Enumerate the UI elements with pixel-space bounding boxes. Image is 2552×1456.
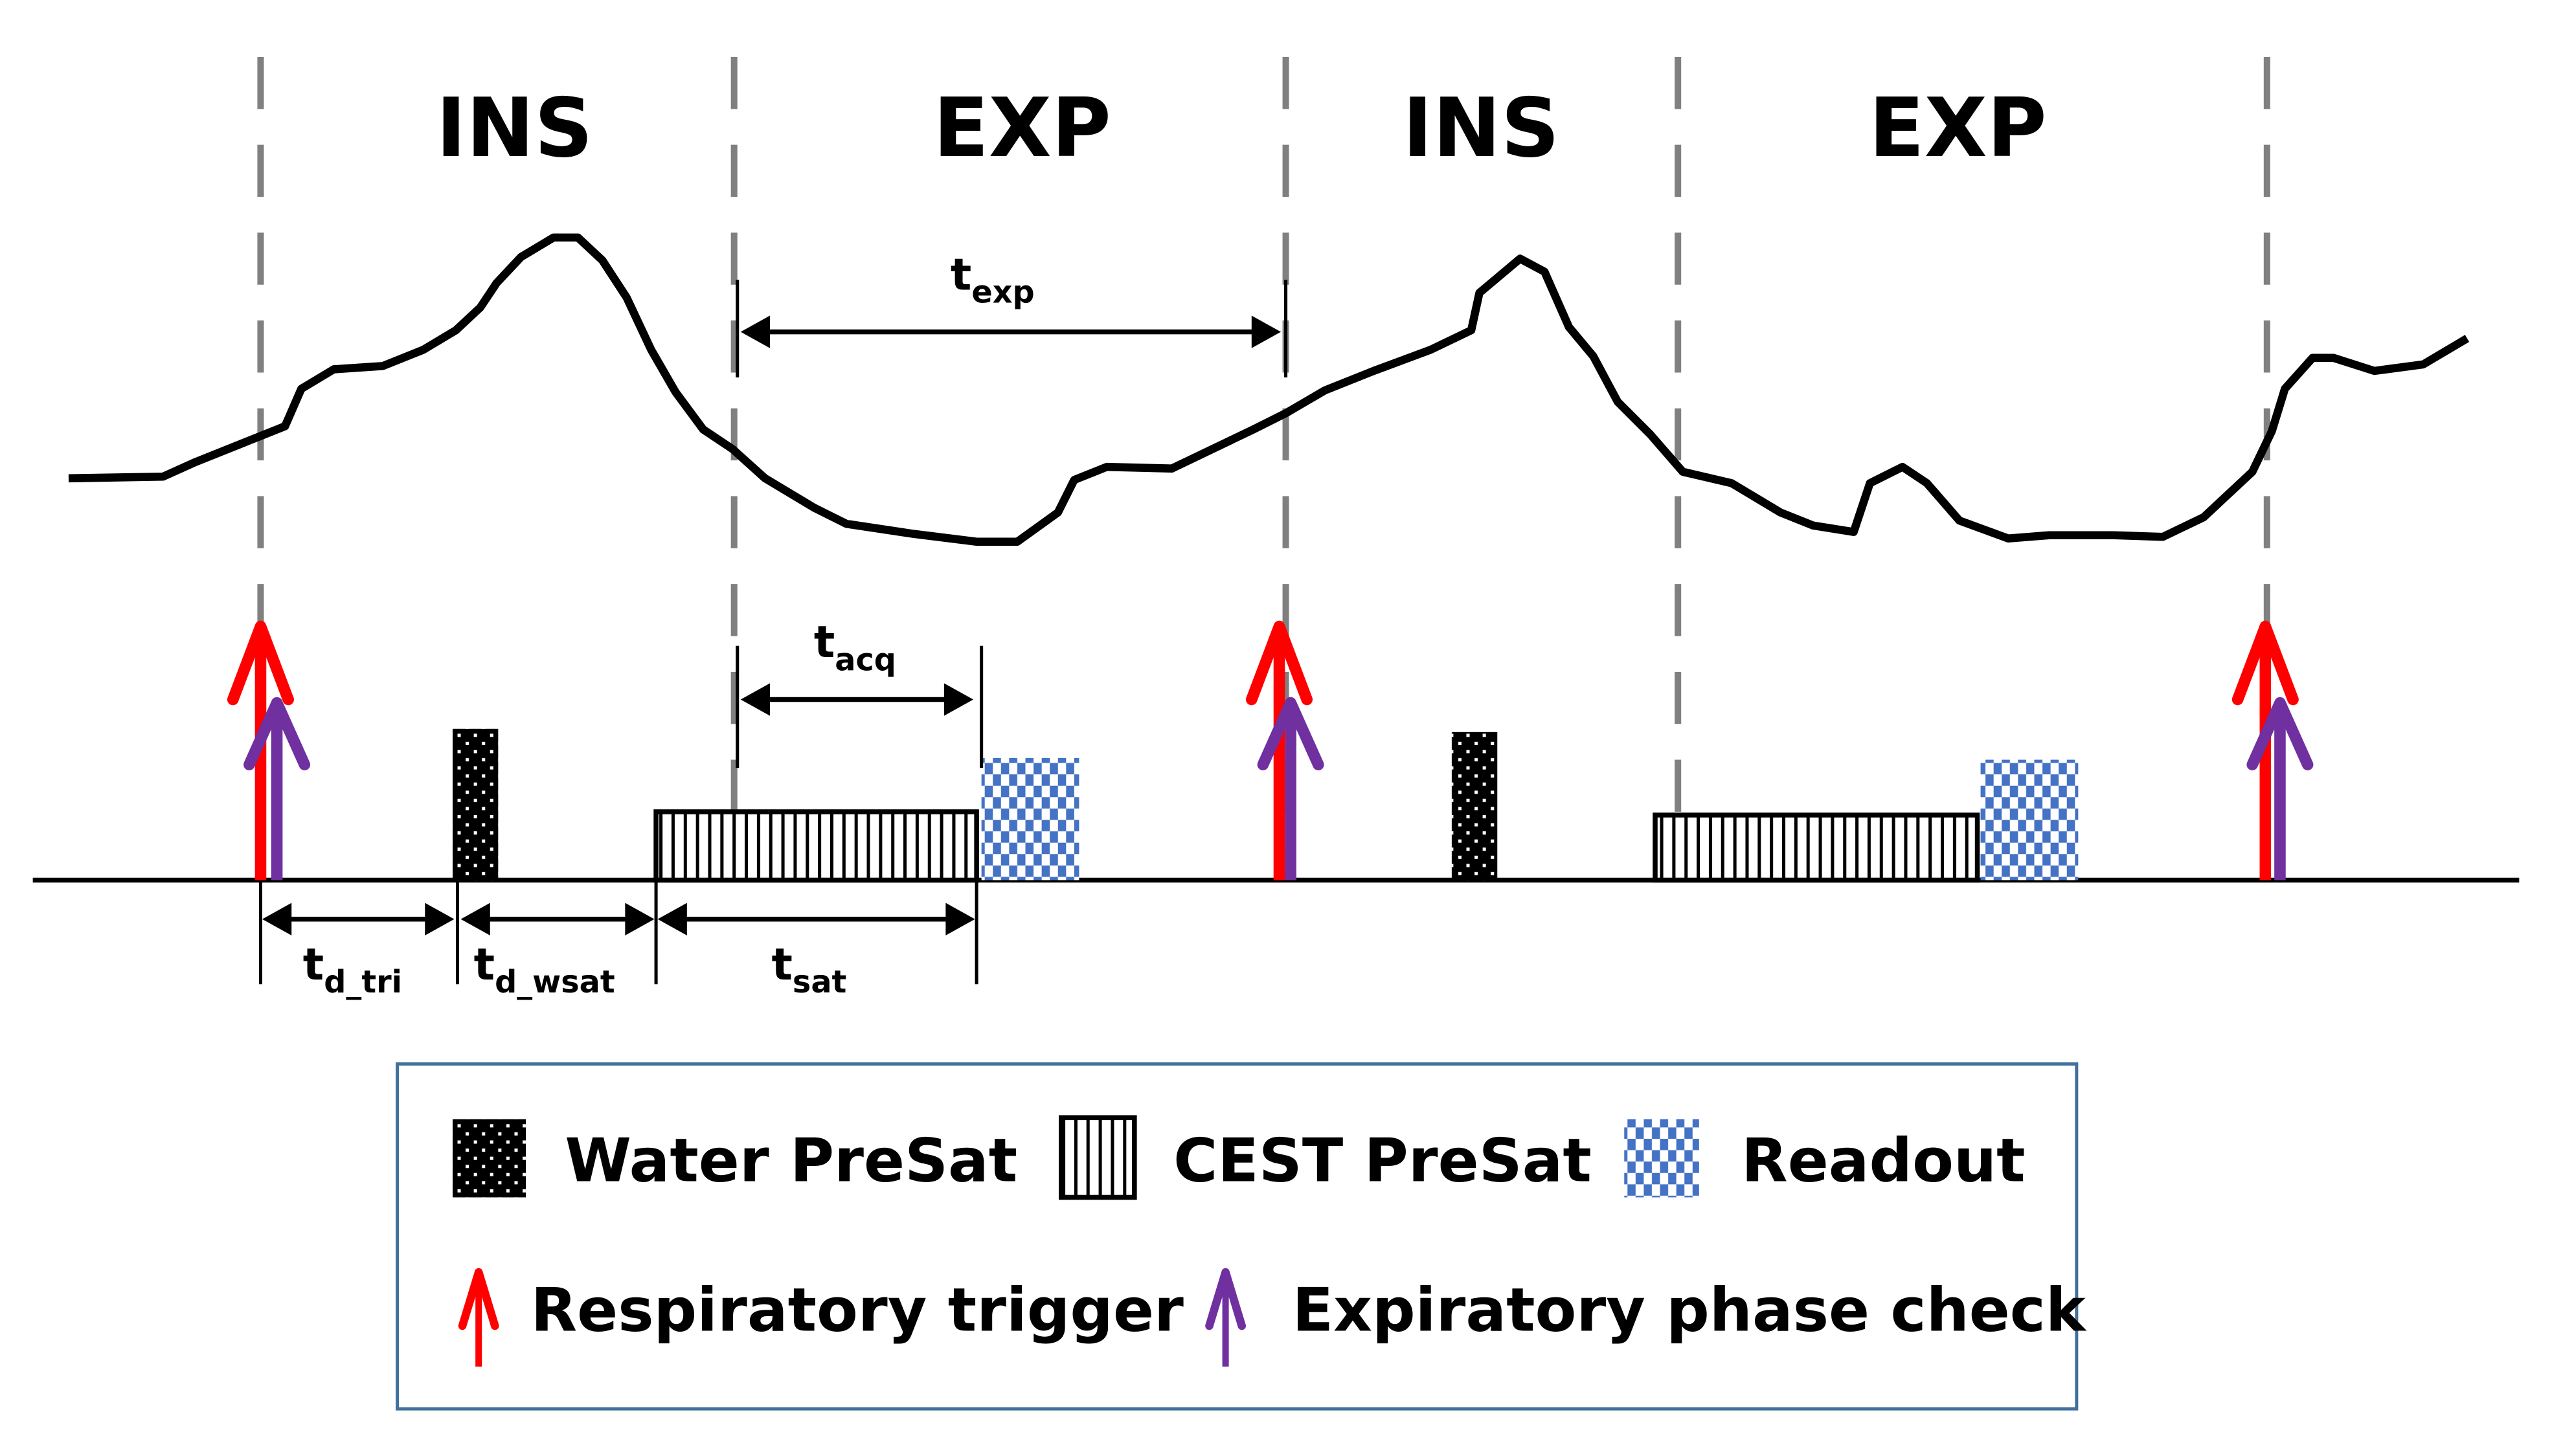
t-d-tri-annotation: td_tri — [262, 902, 455, 1000]
cest-presat-block — [1653, 812, 1980, 883]
respiratory-trigger-arrow — [1246, 620, 1313, 880]
legend-label-expiratory-phase-check: Expiratory phase check — [1293, 1275, 2087, 1345]
phase-label-exp-1: EXP — [933, 80, 1111, 175]
phase-label-exp-2: EXP — [1869, 80, 2047, 175]
purple-arrow-icon — [1205, 1268, 1247, 1367]
t-sat-label: tsat — [772, 939, 847, 1000]
t-sat-annotation: tsat — [657, 902, 975, 1000]
legend-label-cest-presat: CEST PreSat — [1173, 1125, 1592, 1195]
expiratory-check-arrow — [2246, 697, 2314, 880]
t-d-wsat-annotation: td_wsat — [460, 902, 655, 1000]
readout-block — [1980, 759, 2079, 880]
trigger-arrow-group — [2231, 620, 2314, 880]
water-presat-swatch — [452, 1119, 526, 1198]
respiratory-trigger-arrow — [227, 620, 294, 880]
t-exp-annotation: texp — [736, 249, 1288, 377]
t-d-tri-label: td_tri — [303, 939, 402, 1000]
t-acq-label: tacq — [814, 616, 896, 678]
water-presat-block — [1451, 732, 1498, 880]
trigger-arrow-group — [1246, 620, 1324, 880]
legend-item-respiratory-trigger: Respiratory trigger — [458, 1268, 1184, 1367]
legend-label-readout: Readout — [1741, 1125, 2025, 1195]
red-arrow-icon — [458, 1268, 499, 1367]
readout-swatch — [1624, 1119, 1699, 1198]
t-exp-label: texp — [951, 249, 1035, 310]
respiratory-waveform — [68, 233, 2470, 546]
expiratory-check-arrow — [1257, 697, 1324, 880]
trigger-arrow-group — [227, 620, 311, 880]
t-acq-annotation: tacq — [736, 616, 984, 768]
t-d-wsat-label: td_wsat — [474, 939, 615, 1000]
legend-item-expiratory-phase-check: Expiratory phase check — [1205, 1268, 2087, 1367]
respiratory-trigger-arrow — [2231, 620, 2299, 880]
cest-presat-swatch — [1059, 1115, 1137, 1200]
legend-box — [396, 1062, 2079, 1411]
legend-label-water-presat: Water PreSat — [565, 1125, 1017, 1195]
legend-item-water-presat: Water PreSat — [452, 1119, 1017, 1198]
bottom-timing-annotations — [258, 880, 978, 985]
legend: Water PreSat CEST PreSat Readout Respira… — [396, 1062, 2087, 1411]
legend-label-respiratory-trigger: Respiratory trigger — [531, 1275, 1184, 1345]
phase-label-ins-2: INS — [1403, 80, 1559, 175]
legend-item-readout: Readout — [1624, 1119, 2026, 1198]
expiratory-check-arrow — [243, 697, 311, 880]
phase-label-ins-1: INS — [436, 80, 593, 175]
water-presat-block — [452, 728, 499, 880]
readout-block — [981, 758, 1079, 880]
legend-item-cest-presat: CEST PreSat — [1059, 1115, 1592, 1200]
cest-presat-block — [653, 809, 979, 883]
